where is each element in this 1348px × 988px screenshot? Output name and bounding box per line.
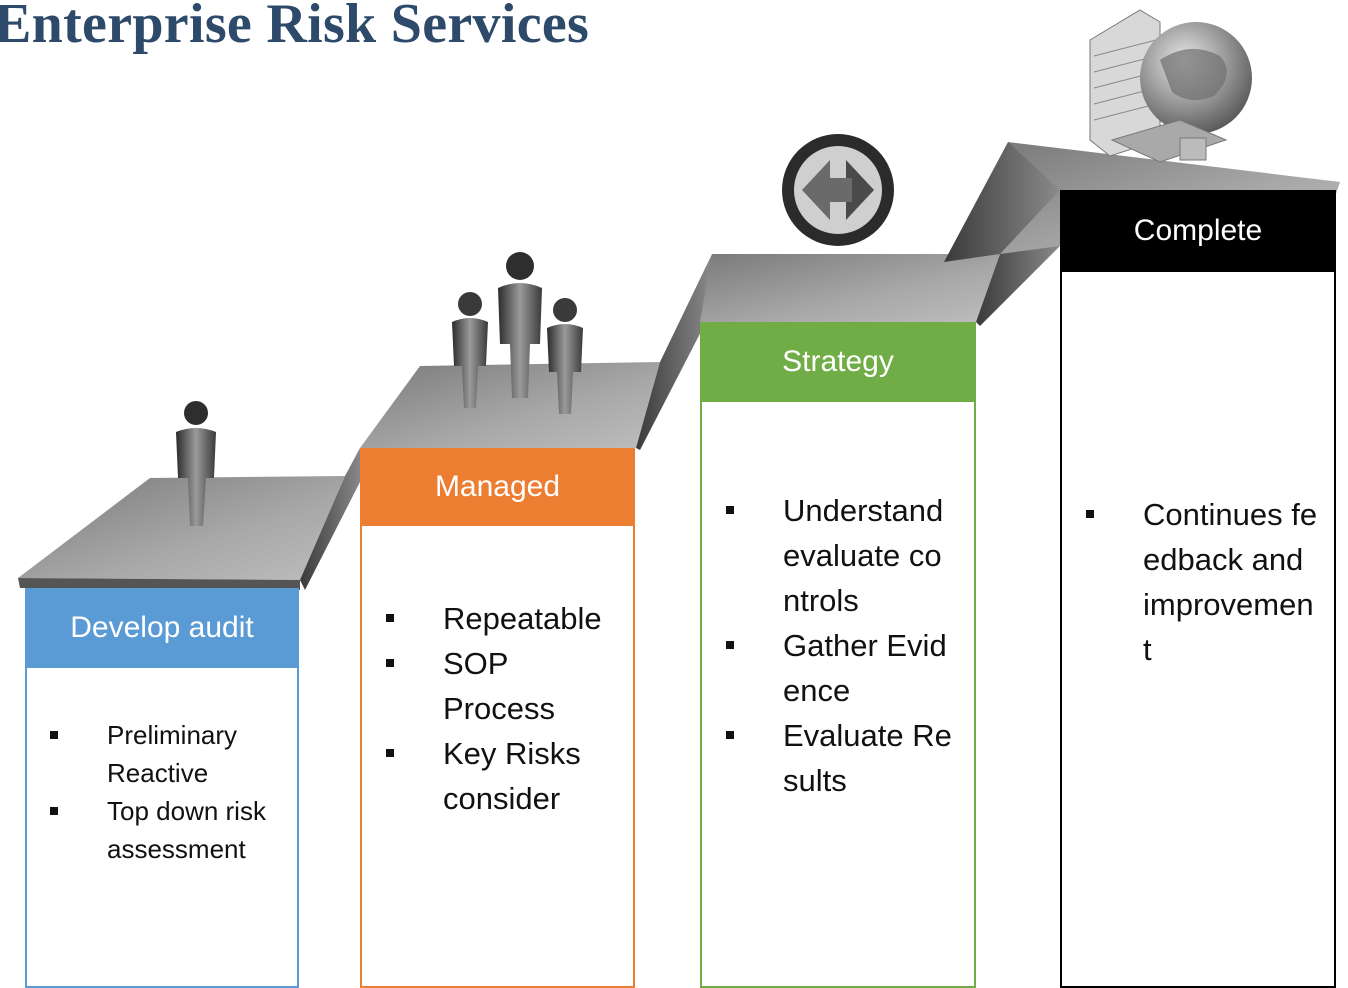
stage-managed: Managed Repeatable SOP Process Key Risks… (360, 448, 635, 988)
step-platforms (18, 142, 1340, 590)
stage-complete: Complete Continues feedback and improvem… (1060, 190, 1336, 988)
bullet-item: Understand evaluate controls (726, 488, 958, 623)
bullet-item: Key Risks consider (386, 731, 628, 821)
bullet-item: Evaluate Results (726, 713, 958, 803)
stage-header: Managed (362, 448, 633, 526)
bullet-item: Repeatable (386, 596, 628, 641)
bullet-item: Top down risk assessment (50, 792, 287, 868)
stage-bullet-list: Preliminary Reactive Top down risk asses… (50, 716, 287, 868)
stage-strategy: Strategy Understand evaluate controls Ga… (700, 322, 976, 988)
stage-header: Develop audit (27, 588, 297, 668)
circular-arrows-icon (782, 134, 894, 246)
bullet-item: Gather Evidence (726, 623, 958, 713)
stage-header: Complete (1062, 190, 1334, 272)
team-of-people-icon (452, 252, 583, 414)
stage-header: Strategy (702, 322, 974, 402)
globe-and-building-icon (1089, 9, 1252, 163)
stage-bullet-list: Continues feedback and improvement (1086, 492, 1318, 672)
stage-develop-audit: Develop audit Preliminary Reactive Top d… (25, 588, 299, 988)
stage-bullet-list: Repeatable SOP Process Key Risks conside… (386, 596, 628, 821)
page-title: Enterprise Risk Services (0, 0, 590, 55)
single-person-icon (176, 401, 216, 526)
bullet-item: SOP Process (386, 641, 628, 731)
bullet-item: Continues feedback and improvement (1086, 492, 1318, 672)
bullet-item: Preliminary Reactive (50, 716, 287, 792)
stage-bullet-list: Understand evaluate controls Gather Evid… (726, 488, 958, 803)
